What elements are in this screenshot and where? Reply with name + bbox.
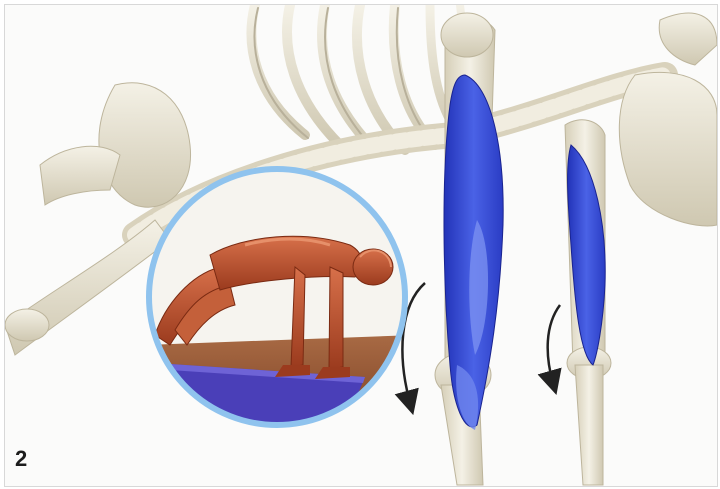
- triceps-muscle-front: [444, 75, 503, 430]
- figure-number: 2: [15, 446, 27, 472]
- anatomy-illustration: 2: [4, 4, 718, 487]
- pelvis: [619, 13, 717, 226]
- pose-inset: [145, 165, 415, 435]
- illustration-canvas: [5, 5, 717, 486]
- scapula: [99, 83, 191, 207]
